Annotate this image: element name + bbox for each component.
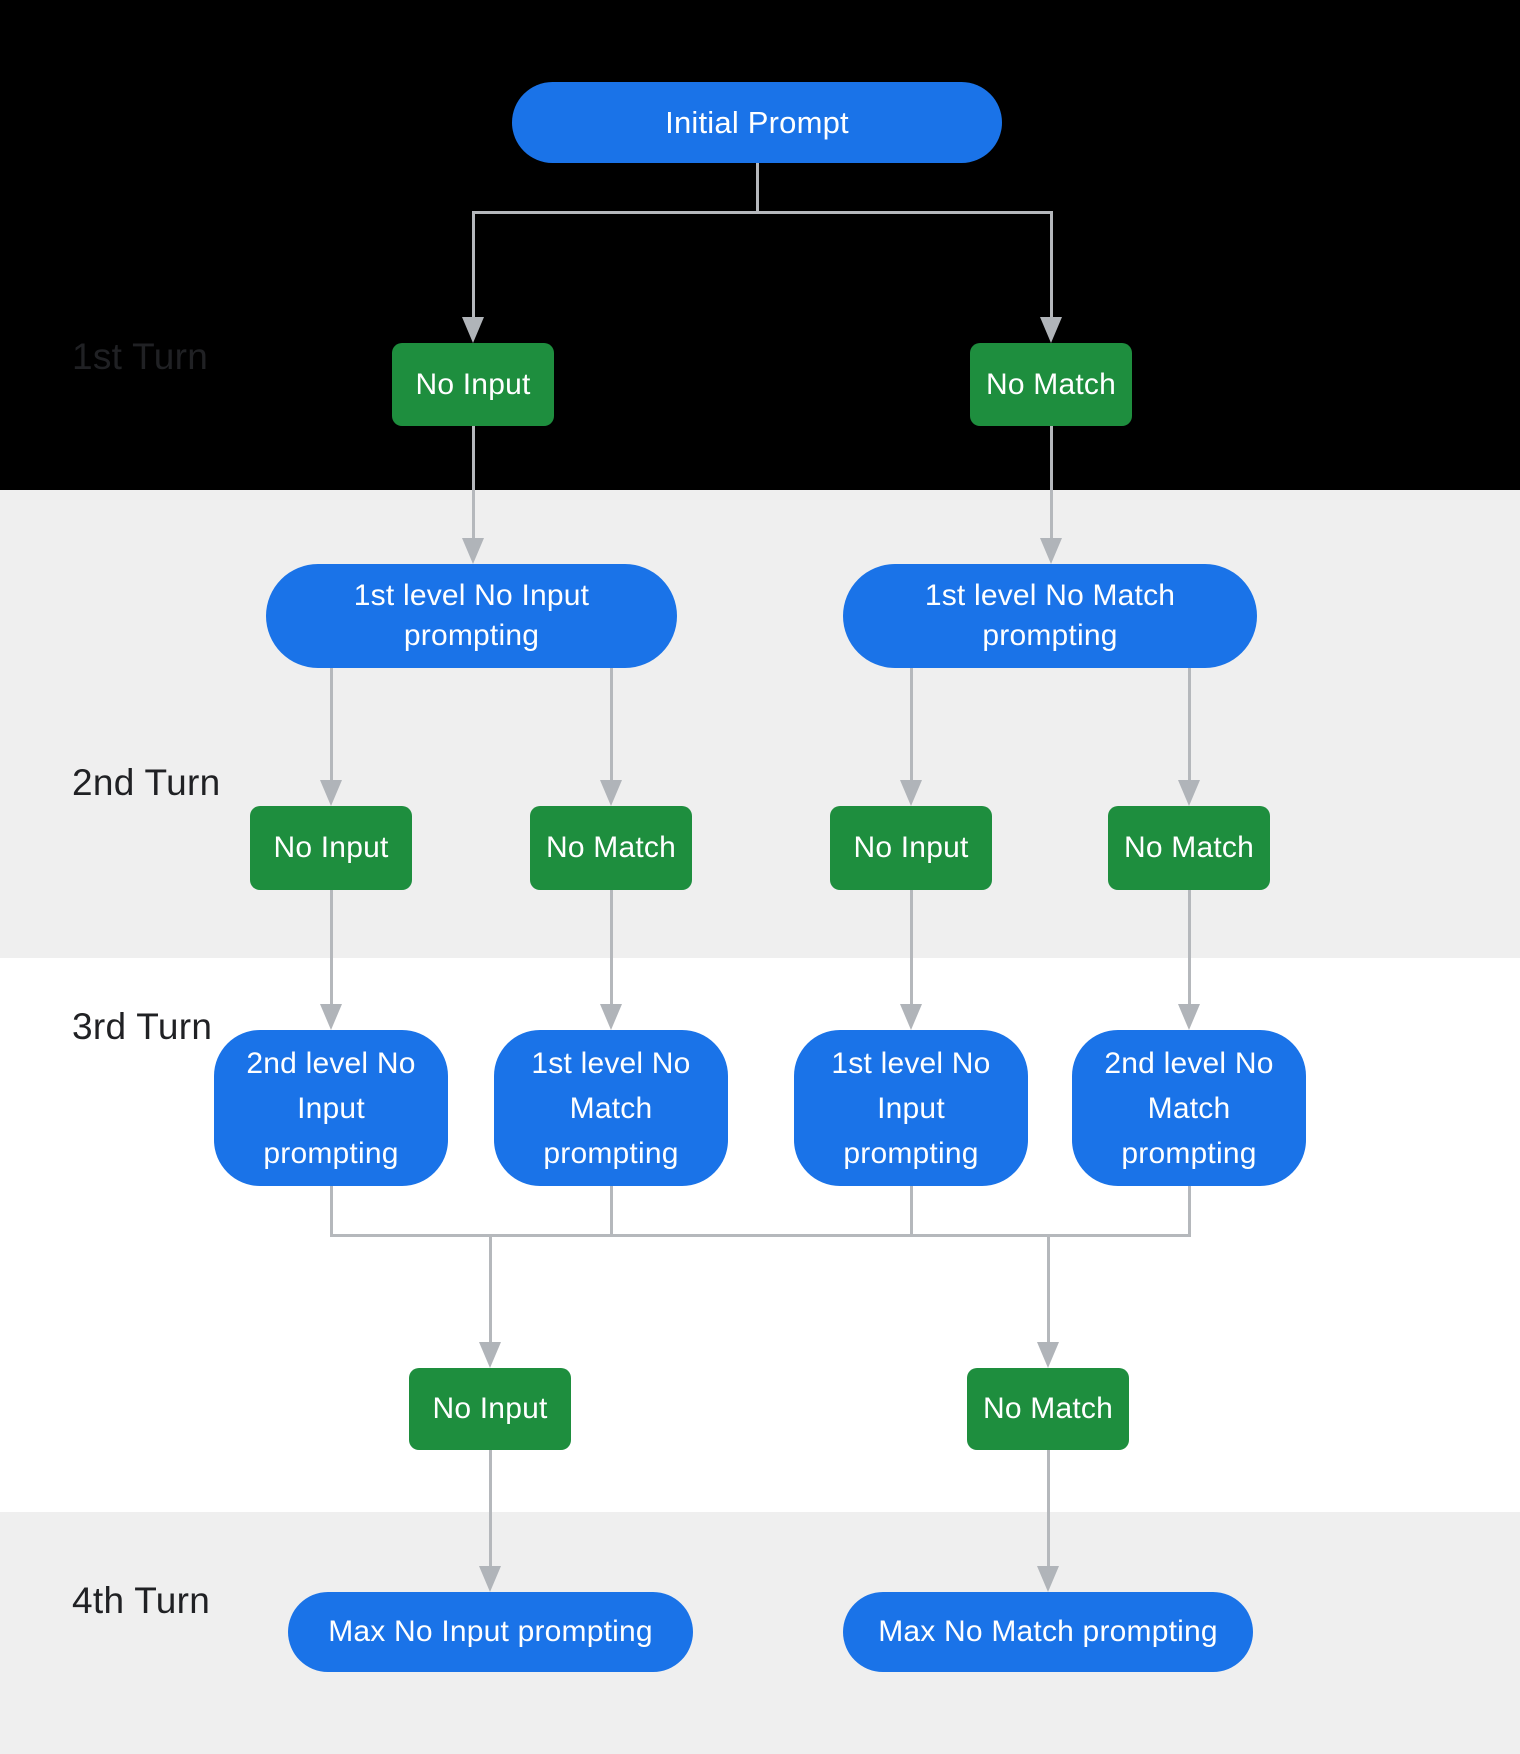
node-max-no-input-prompting: Max No Input prompting — [288, 1592, 693, 1672]
turn-label-4th: 4th Turn — [72, 1580, 211, 1621]
turn-label-3rd: 3rd Turn — [72, 1006, 213, 1047]
connector-to-t3-noinput — [489, 1234, 492, 1342]
arrowhead-icon — [462, 317, 484, 343]
node-label: No Input — [853, 831, 969, 864]
node-turn1-no-match: No Match — [970, 343, 1132, 426]
node-1st-level-no-input-prompting-2: 1st level No Input prompting — [794, 1030, 1028, 1186]
node-label-line: 1st level No Input — [353, 579, 590, 612]
node-2nd-level-no-input-prompting: 2nd level No Input prompting — [214, 1030, 448, 1186]
node-turn3-no-input: No Input — [409, 1368, 571, 1450]
band-turn-2 — [0, 490, 1520, 958]
node-label: No Match — [983, 1392, 1113, 1425]
node-label: No Input — [432, 1392, 548, 1425]
node-label: No Input — [273, 831, 389, 864]
arrowhead-icon — [479, 1342, 501, 1368]
connector-t2d-down — [1188, 890, 1191, 1004]
node-1st-level-no-match-prompting-2: 1st level No Match prompting — [494, 1030, 728, 1186]
arrowhead-icon — [900, 1004, 922, 1030]
connector-t2a-down — [330, 890, 333, 1004]
connector-initial-elbow — [472, 211, 1053, 214]
arrowhead-icon — [1178, 1004, 1200, 1030]
node-label: Max No Match prompting — [878, 1615, 1218, 1648]
connector-l1a-noinput — [330, 668, 333, 780]
arrowhead-icon — [462, 538, 484, 564]
band-turn-1 — [0, 0, 1520, 490]
connector-t2c-down — [910, 890, 913, 1004]
node-label-line: prompting — [263, 1136, 399, 1170]
connector-t1a-down — [472, 426, 475, 538]
node-initial-prompt: Initial Prompt — [512, 82, 1002, 163]
connector-l1a-nomatch — [610, 668, 613, 780]
connector-l2-3-stub — [910, 1186, 913, 1237]
node-1st-level-no-match-prompting: 1st level No Match prompting — [843, 564, 1257, 668]
arrowhead-icon — [479, 1566, 501, 1592]
node-2nd-level-no-match-prompting: 2nd level No Match prompting — [1072, 1030, 1306, 1186]
node-label-line: prompting — [543, 1136, 679, 1170]
connector-l2-1-stub — [330, 1186, 333, 1237]
node-label-line: 2nd level No — [1104, 1046, 1274, 1080]
connector-t3a-down — [489, 1450, 492, 1566]
arrowhead-icon — [1040, 538, 1062, 564]
connector-initial-down — [756, 163, 759, 213]
connector-t1b-down — [1050, 426, 1053, 538]
node-label-line: prompting — [403, 619, 540, 652]
band-turn-4 — [0, 1512, 1520, 1754]
node-max-no-match-prompting: Max No Match prompting — [843, 1592, 1253, 1672]
arrowhead-icon — [320, 780, 342, 806]
node-label-line: Input — [877, 1091, 945, 1125]
node-turn2-no-input-2: No Input — [830, 806, 992, 890]
node-label: Max No Input prompting — [328, 1615, 653, 1648]
node-label: No Match — [986, 367, 1116, 401]
node-turn2-no-match-2: No Match — [1108, 806, 1270, 890]
connector-l1b-noinput — [910, 668, 913, 780]
node-label-line: prompting — [1121, 1136, 1257, 1170]
arrowhead-icon — [1037, 1566, 1059, 1592]
connector-to-t3-nomatch — [1047, 1234, 1050, 1342]
connector-junction-bar — [330, 1234, 1191, 1237]
connector-to-t1-noinput — [472, 211, 475, 317]
node-1st-level-no-input-prompting: 1st level No Input prompting — [266, 564, 677, 668]
node-label-line: 2nd level No — [246, 1046, 416, 1080]
node-turn2-no-match-1: No Match — [530, 806, 692, 890]
node-label-line: 1st level No Match — [924, 579, 1176, 612]
node-label-line: Match — [569, 1091, 653, 1125]
node-label-line: 1st level No — [531, 1046, 691, 1080]
connector-t2b-down — [610, 890, 613, 1004]
node-turn3-no-match: No Match — [967, 1368, 1129, 1450]
connector-l2-4-stub — [1188, 1186, 1191, 1237]
arrowhead-icon — [1037, 1342, 1059, 1368]
node-turn1-no-input: No Input — [392, 343, 554, 426]
connector-to-t1-nomatch — [1050, 211, 1053, 317]
turn-label-2nd: 2nd Turn — [72, 762, 221, 803]
arrowhead-icon — [1040, 317, 1062, 343]
turn-label-1st: 1st Turn — [72, 336, 209, 377]
node-label-line: prompting — [982, 619, 1118, 652]
arrowhead-icon — [600, 1004, 622, 1030]
node-label-line: Input — [297, 1091, 365, 1125]
connector-l2-2-stub — [610, 1186, 613, 1237]
arrowhead-icon — [600, 780, 622, 806]
node-label: Initial Prompt — [665, 104, 849, 140]
node-label: No Match — [1124, 831, 1254, 864]
node-label-line: prompting — [843, 1136, 979, 1170]
node-label: No Input — [415, 367, 531, 401]
node-label-line: Match — [1147, 1091, 1231, 1125]
connector-l1b-nomatch — [1188, 668, 1191, 780]
connector-t3b-down — [1047, 1450, 1050, 1566]
node-label: No Match — [546, 831, 676, 864]
arrowhead-icon — [900, 780, 922, 806]
arrowhead-icon — [320, 1004, 342, 1030]
node-label-line: 1st level No — [831, 1046, 991, 1080]
arrowhead-icon — [1178, 780, 1200, 806]
node-turn2-no-input-1: No Input — [250, 806, 412, 890]
